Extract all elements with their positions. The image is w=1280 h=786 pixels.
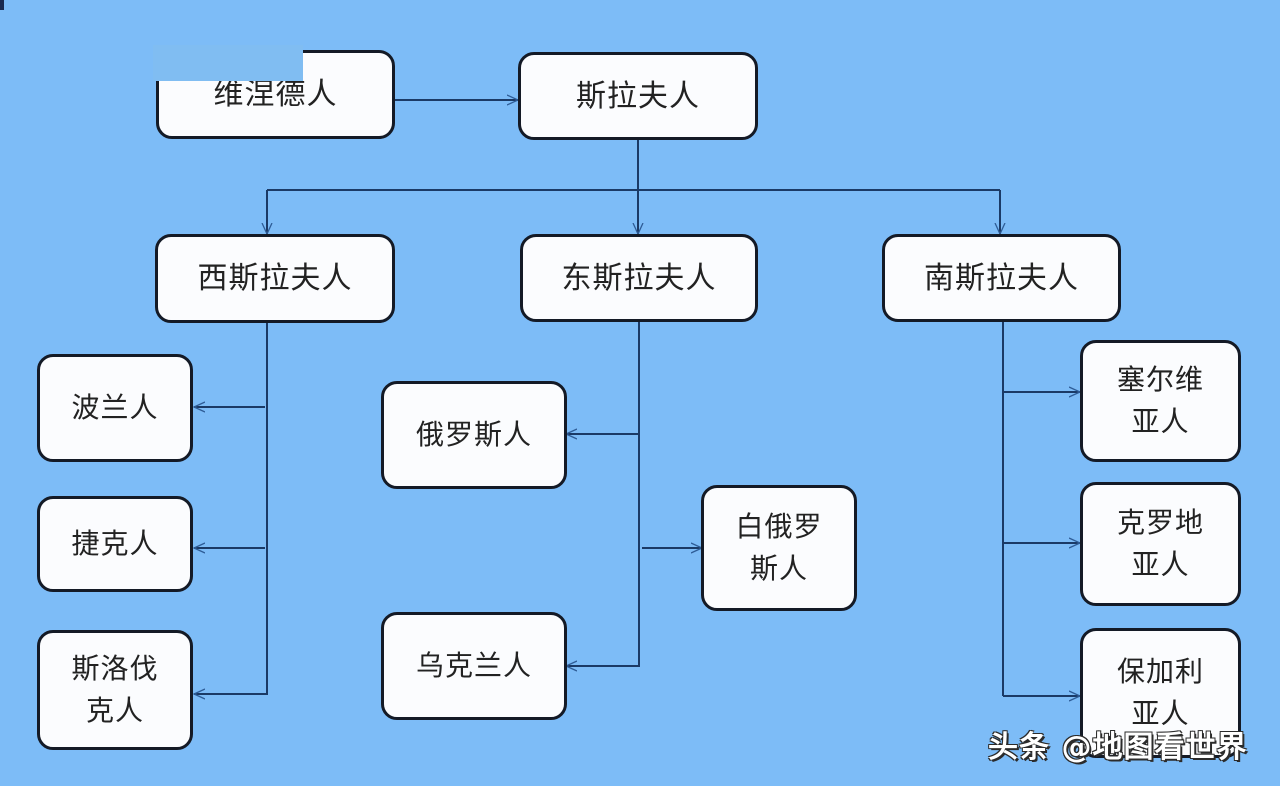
connector-west-trunk bbox=[194, 322, 268, 695]
node-belarusians: 白俄罗 斯人 bbox=[701, 485, 857, 611]
node-serbs: 塞尔维 亚人 bbox=[1080, 340, 1241, 462]
connector-east-trunk bbox=[566, 322, 640, 667]
node-label-line1: 塞尔维 bbox=[1116, 363, 1204, 396]
corner-mark bbox=[0, 0, 4, 10]
node-label-line1: 克罗地 bbox=[1116, 506, 1204, 539]
node-label: 维涅德人 bbox=[213, 77, 338, 112]
node-label: 波兰人 bbox=[71, 391, 159, 424]
cover-patch bbox=[153, 45, 303, 81]
node-label-line2: 克人 bbox=[85, 694, 144, 727]
node-label: 南斯拉夫人 bbox=[924, 260, 1079, 296]
node-poles: 波兰人 bbox=[37, 354, 193, 462]
node-bulgarians: 保加利 亚人 bbox=[1080, 628, 1241, 758]
node-slovaks: 斯洛伐 克人 bbox=[37, 630, 193, 750]
node-label-line1: 白俄罗 bbox=[735, 510, 823, 543]
node-label: 西斯拉夫人 bbox=[197, 261, 353, 296]
node-czechs: 捷克人 bbox=[37, 496, 193, 592]
node-label-line2: 亚人 bbox=[1131, 405, 1190, 438]
node-west-slavs: 西斯拉夫人 bbox=[155, 234, 395, 323]
node-label: 捷克人 bbox=[71, 527, 159, 560]
node-label: 乌克兰人 bbox=[415, 649, 532, 682]
node-east-slavs: 东斯拉夫人 bbox=[520, 234, 758, 322]
node-croats: 克罗地 亚人 bbox=[1080, 482, 1241, 606]
node-label-line1: 保加利 bbox=[1116, 655, 1204, 688]
node-label: 斯拉夫人 bbox=[576, 78, 700, 114]
watermark: 头条 @地图看世界 bbox=[988, 730, 1248, 765]
node-label: 俄罗斯人 bbox=[415, 418, 532, 451]
node-ukrainians: 乌克兰人 bbox=[381, 612, 567, 720]
node-russians: 俄罗斯人 bbox=[381, 381, 567, 489]
node-label-line2: 亚人 bbox=[1131, 697, 1190, 730]
node-slavs: 斯拉夫人 bbox=[518, 52, 758, 140]
node-label-line2: 斯人 bbox=[749, 552, 808, 585]
node-label-line2: 亚人 bbox=[1131, 548, 1190, 581]
node-south-slavs: 南斯拉夫人 bbox=[882, 234, 1121, 322]
node-label-line1: 斯洛伐 bbox=[71, 652, 159, 685]
node-label: 东斯拉夫人 bbox=[561, 260, 717, 296]
